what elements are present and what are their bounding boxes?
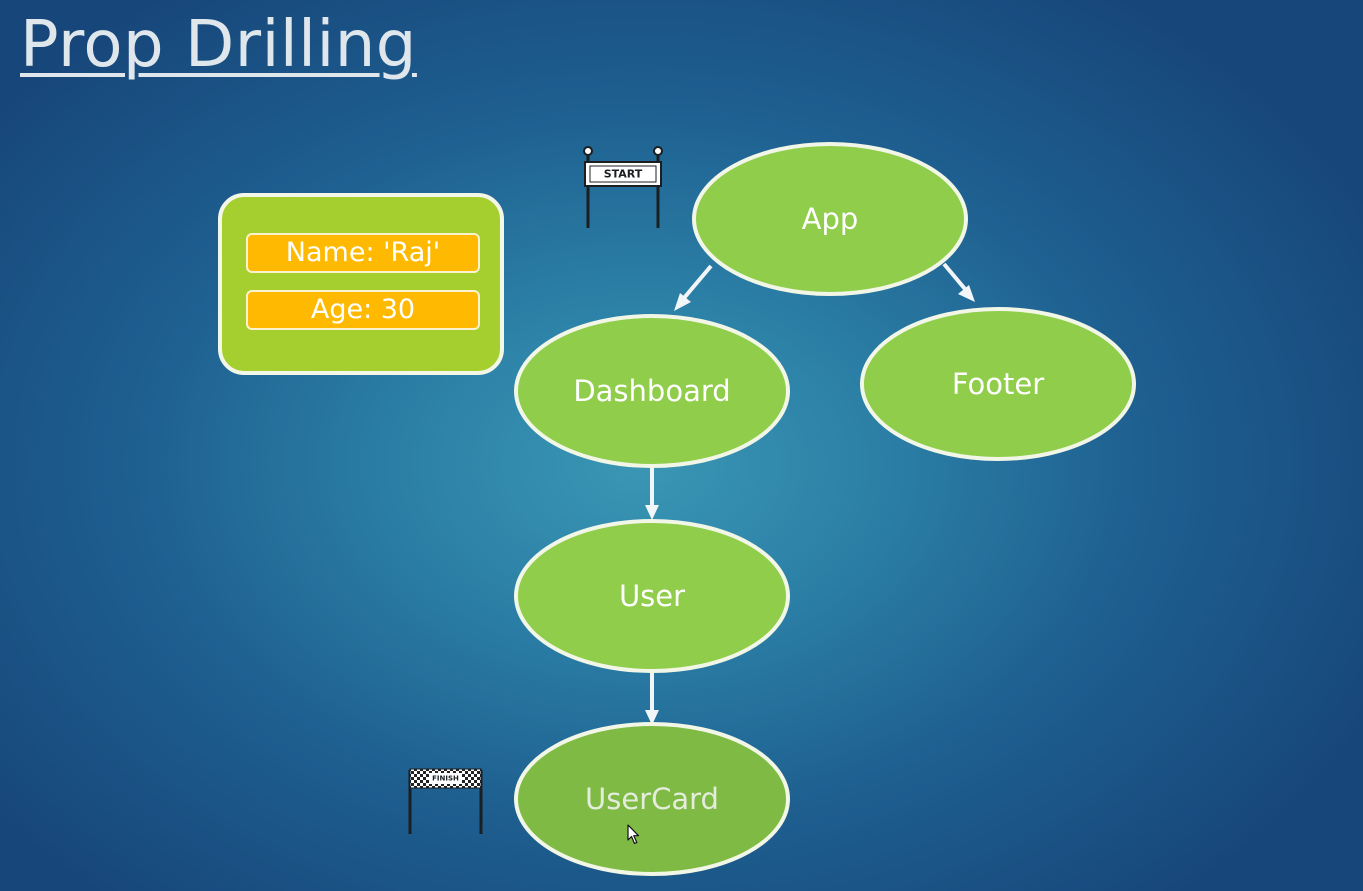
start-banner-label: START [604, 168, 643, 181]
mouse-cursor-icon [627, 824, 640, 845]
node-footer: Footer [860, 307, 1136, 461]
node-user-label: User [619, 579, 685, 613]
edge-app-footer [942, 262, 975, 302]
edge-user-usercard [645, 670, 659, 725]
slide-title: Prop Drilling [20, 8, 417, 82]
node-user: User [514, 519, 790, 673]
finish-flag-icon: FINISH [408, 768, 483, 834]
node-dashboard-label: Dashboard [573, 374, 730, 408]
props-card: Name: 'Raj' Age: 30 [218, 193, 504, 375]
prop-age-field: Age: 30 [246, 290, 480, 330]
edge-app-dashboard [674, 264, 713, 311]
start-banner-icon: START [583, 146, 663, 228]
node-app-label: App [802, 202, 859, 236]
node-dashboard: Dashboard [514, 314, 790, 468]
node-footer-label: Footer [952, 367, 1044, 401]
node-usercard: UserCard [514, 722, 790, 876]
edge-dashboard-user [645, 465, 659, 520]
finish-flag-label: FINISH [432, 775, 459, 783]
node-app: App [692, 142, 968, 296]
node-usercard-label: UserCard [585, 782, 719, 816]
prop-name-field: Name: 'Raj' [246, 233, 480, 273]
